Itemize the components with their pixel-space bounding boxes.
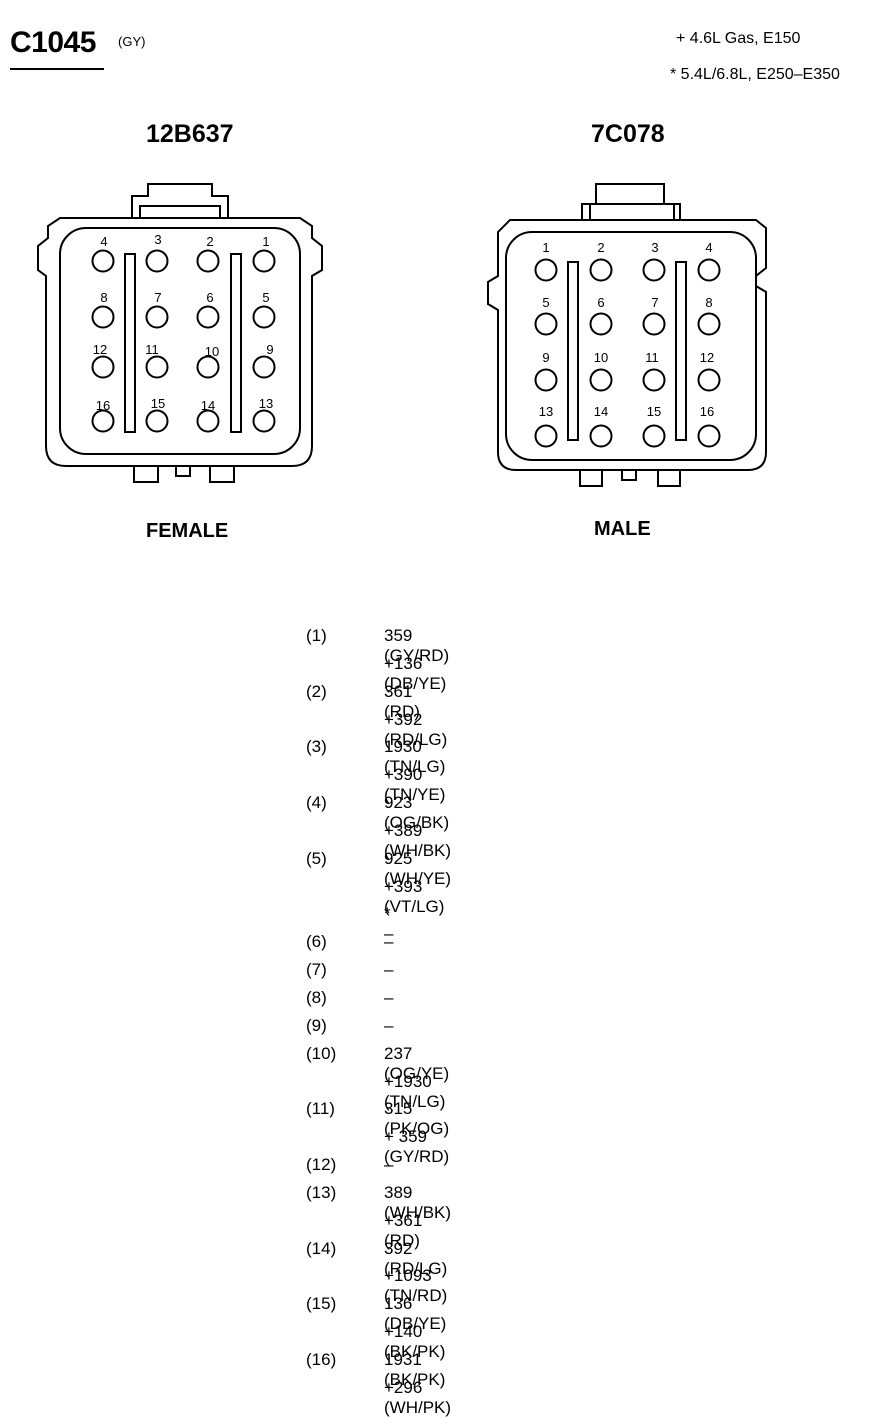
female-pin-label: 4: [100, 234, 107, 249]
female-connector-face: [37, 183, 323, 483]
pin-number: (4): [306, 793, 327, 813]
connector-diagrams: 4 3 2 1 8 7 6 5 12 11 10 9 16 15 14 13: [37, 183, 767, 487]
male-pin-label: 16: [700, 404, 714, 419]
title-underline: [10, 68, 104, 70]
wire-circuit: +390 (TN/YE): [384, 765, 446, 805]
wire-circuit: +392 (RD/LG): [384, 709, 448, 749]
wire-circuit: 1930 (TN/LG): [384, 737, 446, 777]
male-label: MALE: [594, 518, 651, 540]
pin-number: (16): [306, 1349, 337, 1369]
wire-circuit: –: [384, 1015, 394, 1035]
note-plus: + 4.6L Gas, E150: [676, 30, 801, 47]
wire-circuit: +361 (RD): [384, 1210, 423, 1250]
female-pin-label: 12: [93, 342, 107, 357]
pin-number: (8): [306, 987, 327, 1007]
connector-id: C1045: [10, 26, 96, 59]
wire-circuit: +296 (WH/PK): [384, 1377, 452, 1417]
pin-number: (14): [306, 1238, 337, 1258]
wire-circuit: –: [384, 960, 394, 980]
male-connector-face: [487, 183, 767, 487]
male-pin-label: 4: [705, 240, 712, 255]
pin-number: (11): [306, 1099, 335, 1119]
pin-number: (6): [306, 932, 327, 952]
female-label: FEMALE: [146, 520, 229, 542]
male-pin-label: 12: [700, 350, 714, 365]
pin-number: (5): [306, 848, 327, 868]
female-pin-label: 16: [96, 398, 110, 413]
wire-circuit: +389 (WH/BK): [384, 820, 452, 860]
pin-number: (10): [306, 1043, 337, 1063]
wire-circuit: +393 (VT/LG): [384, 876, 445, 916]
male-pin-label: 2: [597, 240, 604, 255]
female-pin-label: 13: [259, 396, 273, 411]
female-pin-label: 10: [205, 344, 219, 359]
male-pin-label: 7: [651, 295, 658, 310]
wire-circuit: +1093 (TN/RD): [384, 1266, 448, 1306]
wire-circuit: –: [384, 987, 394, 1007]
wire-circuit: 237 (OG/YE): [384, 1043, 450, 1083]
wire-circuit: 923 (OG/BK): [384, 793, 450, 833]
wire-circuit: +136 (DB/YE): [384, 653, 447, 693]
female-part-number: 12B637: [146, 120, 234, 148]
female-pin-label: 7: [154, 290, 161, 305]
male-pin-labels: 1 2 3 4 5 6 7 8 9 10 11 12 13 14 15 16: [539, 240, 714, 419]
note-star: * 5.4L/6.8L, E250–E350: [670, 66, 840, 83]
wire-circuit: 136 (DB/YE): [384, 1294, 447, 1334]
male-part-number: 7C078: [591, 120, 665, 148]
female-pin-label: 1: [262, 234, 269, 249]
wire-circuit: * –: [384, 904, 394, 944]
male-pin-label: 10: [594, 350, 608, 365]
male-pin-label: 8: [705, 295, 712, 310]
wire-circuit: 389 (WH/BK): [384, 1182, 452, 1222]
pin-number: (1): [306, 626, 327, 645]
wire-circuit: 392 (RD/LG): [384, 1238, 448, 1278]
pin-number: (12): [306, 1155, 337, 1175]
male-pin-label: 1: [542, 240, 549, 255]
female-pin-holes: [91, 249, 276, 433]
female-pin-label: 3: [154, 232, 161, 247]
wire-circuit: +140 (BK/PK): [384, 1322, 446, 1362]
wire-circuit: 925 (WH/YE): [384, 848, 452, 888]
female-pin-label: 6: [206, 290, 213, 305]
pin-number: (2): [306, 681, 327, 701]
pin-number: (9): [306, 1015, 327, 1035]
female-pin-label: 11: [145, 342, 159, 357]
male-pin-label: 6: [597, 295, 604, 310]
female-pin-label: 15: [151, 396, 165, 411]
female-pin-label: 5: [262, 290, 269, 305]
female-pin-labels: 4 3 2 1 8 7 6 5 12 11 10 9 16 15 14 13: [93, 232, 274, 413]
wire-circuit: 315 (PK/OG): [384, 1099, 450, 1139]
wire-circuit: 1931 (BK/PK): [384, 1349, 446, 1389]
male-pin-label: 5: [542, 295, 549, 310]
male-pin-label: 14: [594, 404, 608, 419]
wire-circuit: 361 (RD): [384, 681, 420, 721]
pin-number: (7): [306, 960, 327, 980]
male-pin-label: 13: [539, 404, 553, 419]
male-pin-label: 3: [651, 240, 658, 255]
pin-number: (15): [306, 1294, 337, 1314]
female-pin-label: 8: [100, 290, 107, 305]
pin-number: (13): [306, 1182, 337, 1202]
pin-number: (3): [306, 737, 327, 757]
male-pin-label: 9: [542, 350, 549, 365]
male-pin-holes: [534, 258, 721, 448]
female-pin-label: 9: [266, 342, 273, 357]
connector-color-code: (GY): [118, 34, 146, 49]
female-pin-label: 14: [201, 398, 215, 413]
male-pin-label: 11: [645, 350, 659, 365]
wire-circuit: –: [384, 1155, 394, 1175]
female-pin-label: 2: [206, 234, 213, 249]
male-pin-label: 15: [647, 404, 661, 419]
wire-circuit: + 359 (GY/RD): [384, 1127, 450, 1167]
wire-circuit: 359 (GY/RD): [384, 626, 450, 665]
wire-circuit: –: [384, 932, 394, 952]
wire-circuit: +1930 (TN/LG): [384, 1071, 446, 1111]
